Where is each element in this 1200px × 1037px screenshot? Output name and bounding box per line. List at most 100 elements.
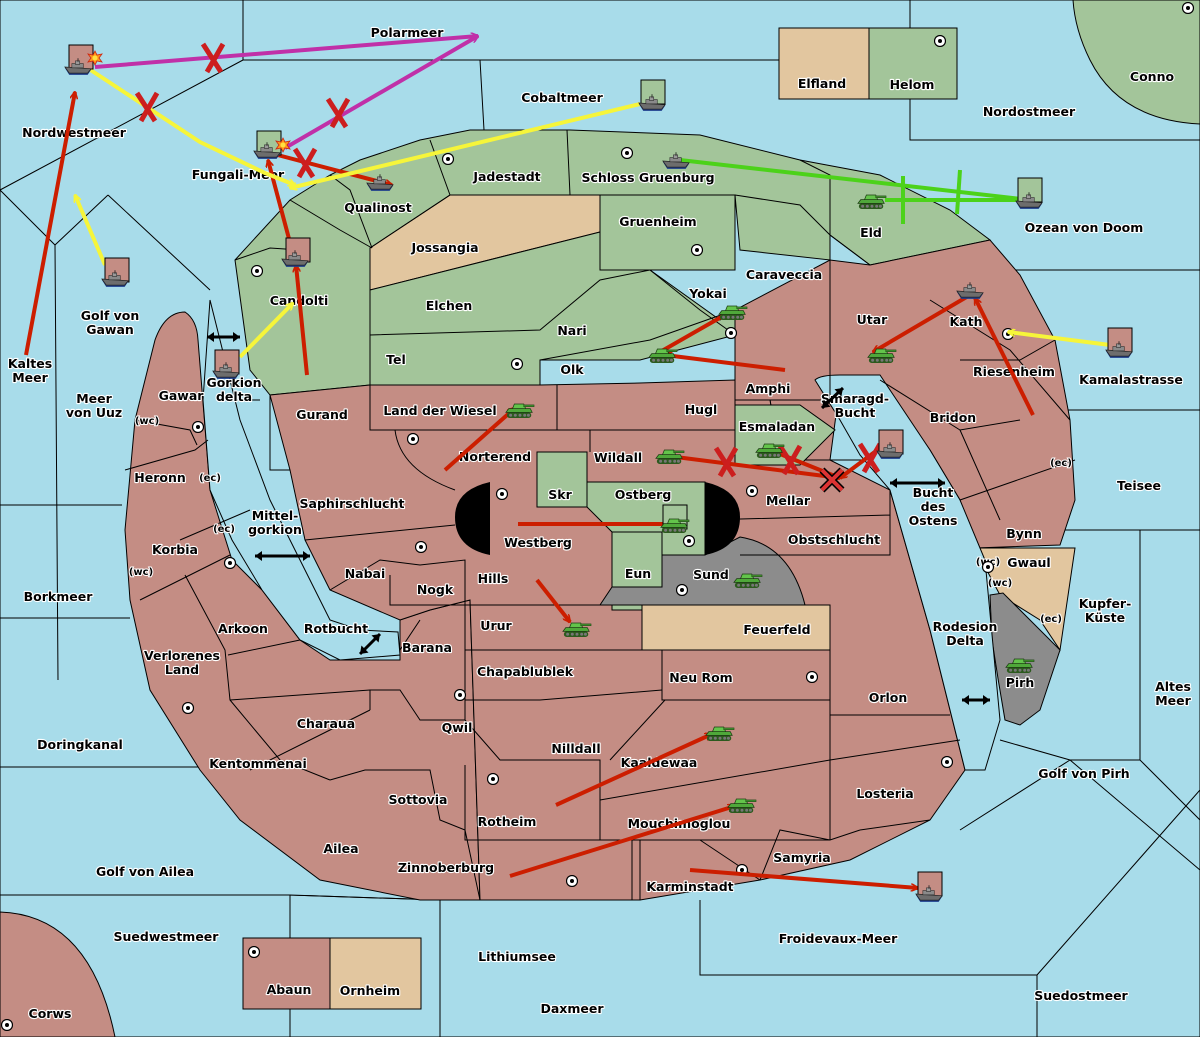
move-arrow <box>555 732 712 807</box>
label-kentommenai: Kentommenai <box>209 756 307 771</box>
coast-label-wc: (wc) <box>129 567 153 578</box>
supply-center-icon <box>496 488 508 500</box>
supply-center-icon <box>1 1019 13 1031</box>
label-pirh: Pirh <box>1006 675 1035 690</box>
supply-center-icon <box>454 689 466 701</box>
label-mellar: Mellar <box>766 493 811 508</box>
supply-center-icon <box>415 541 427 553</box>
supply-center-icon <box>566 875 578 887</box>
sea-gorkion[interactable] <box>202 299 401 661</box>
supply-center-icon <box>934 35 946 47</box>
territory-elfland[interactable] <box>778 27 870 100</box>
supply-center-icon <box>407 433 419 445</box>
label-rotbucht: Rotbucht <box>304 621 368 636</box>
label-land-wiesel: Land der Wiesel <box>383 403 496 418</box>
label-nabai: Nabai <box>345 566 386 581</box>
label-bynn: Bynn <box>1006 526 1041 541</box>
label-bridon: Bridon <box>930 410 976 425</box>
coast-label-ec: (ec) <box>1050 458 1072 469</box>
label-losteria: Losteria <box>856 786 913 801</box>
arrowhead <box>983 695 990 705</box>
territory-corws[interactable] <box>0 911 116 1037</box>
move-arrow <box>689 868 918 888</box>
label-norterend: Norterend <box>459 449 531 464</box>
territory-conno[interactable] <box>1072 0 1200 125</box>
label-samyria: Samyria <box>773 850 831 865</box>
label-obstschlucht: Obstschlucht <box>788 532 880 547</box>
label-doringkanal: Doringkanal <box>37 737 123 752</box>
move-arrow <box>509 806 735 878</box>
territory-skr[interactable] <box>536 451 588 508</box>
supply-center-icon <box>941 756 953 768</box>
territory-south-center[interactable] <box>269 379 966 901</box>
label-eun: Eun <box>625 566 651 581</box>
supply-center-icon <box>725 327 737 339</box>
label-elfland: Elfland <box>798 76 846 91</box>
label-corws: Corws <box>29 1006 72 1021</box>
failed-order-mark <box>857 442 883 474</box>
label-helom: Helom <box>890 77 935 92</box>
territory-eun[interactable] <box>611 531 663 588</box>
supply-center-icon <box>224 557 236 569</box>
island-elfland-helom <box>778 27 958 100</box>
label-sund: Sund <box>693 567 729 582</box>
support-arrow <box>238 303 293 359</box>
label-mittel: Mittel-gorkion <box>248 508 302 537</box>
label-feuerfeld: Feuerfeld <box>743 622 810 637</box>
support-arrow <box>73 195 107 266</box>
move-arrow <box>296 265 309 376</box>
arrowhead <box>822 399 831 408</box>
territory-ornheim[interactable] <box>329 937 422 1010</box>
convoy-arrow <box>283 34 478 150</box>
arrowhead <box>360 645 369 654</box>
label-kupfer: Kupfer-Küste <box>1079 596 1132 625</box>
label-amphi: Amphi <box>746 381 791 396</box>
label-gwaul: Gwaul <box>1007 555 1050 570</box>
impassable-west <box>455 482 490 555</box>
territory-gwaul[interactable] <box>974 547 1076 652</box>
coast-label-ec: (ec) <box>1040 614 1062 625</box>
move-arrow <box>973 298 1035 416</box>
label-rotheim: Rotheim <box>478 814 537 829</box>
territory-gruenheim[interactable] <box>599 194 736 271</box>
label-qualinost: Qualinost <box>344 200 411 215</box>
label-utar: Utar <box>857 312 889 327</box>
label-esmaladan: Esmaladan <box>739 419 815 434</box>
convoy-arrow <box>94 36 478 69</box>
label-borkmeer: Borkmeer <box>24 589 94 604</box>
supply-center-icon <box>442 153 454 165</box>
label-elchen: Elchen <box>426 298 473 313</box>
label-olk: Olk <box>560 362 584 377</box>
territory-feuerfeld[interactable] <box>641 604 831 651</box>
label-zinnoberburg: Zinnoberburg <box>398 860 494 875</box>
move-arrow <box>659 310 730 354</box>
label-orlon: Orlon <box>869 690 908 705</box>
move-arrow <box>443 408 515 472</box>
coast-label-ec: (ec) <box>213 524 235 535</box>
label-lithiumsee: Lithiumsee <box>478 949 556 964</box>
label-westberg: Westberg <box>504 535 572 550</box>
support-arrow <box>290 102 641 188</box>
failed-order-mark <box>134 91 160 123</box>
label-conno: Conno <box>1130 69 1175 84</box>
arrowhead <box>255 551 262 561</box>
label-polarmeer: Polarmeer <box>371 25 445 40</box>
supply-center-icon <box>1182 2 1194 14</box>
coast-label-ec: (ec) <box>199 473 221 484</box>
arrowhead <box>303 551 310 561</box>
label-sottovia: Sottovia <box>389 792 448 807</box>
dislodged-mark <box>820 468 844 492</box>
label-froidevaux: Froidevaux-Meer <box>779 931 898 946</box>
label-nogk: Nogk <box>417 582 454 597</box>
label-schloss: Schloss Gruenburg <box>581 170 714 185</box>
arrowhead <box>207 332 214 342</box>
sea-bucht-des-ostens[interactable] <box>814 374 1001 771</box>
move-arrow <box>535 578 570 622</box>
label-golf-pirh: Golf von Pirh <box>1038 766 1129 781</box>
supply-center-icon <box>182 702 194 714</box>
